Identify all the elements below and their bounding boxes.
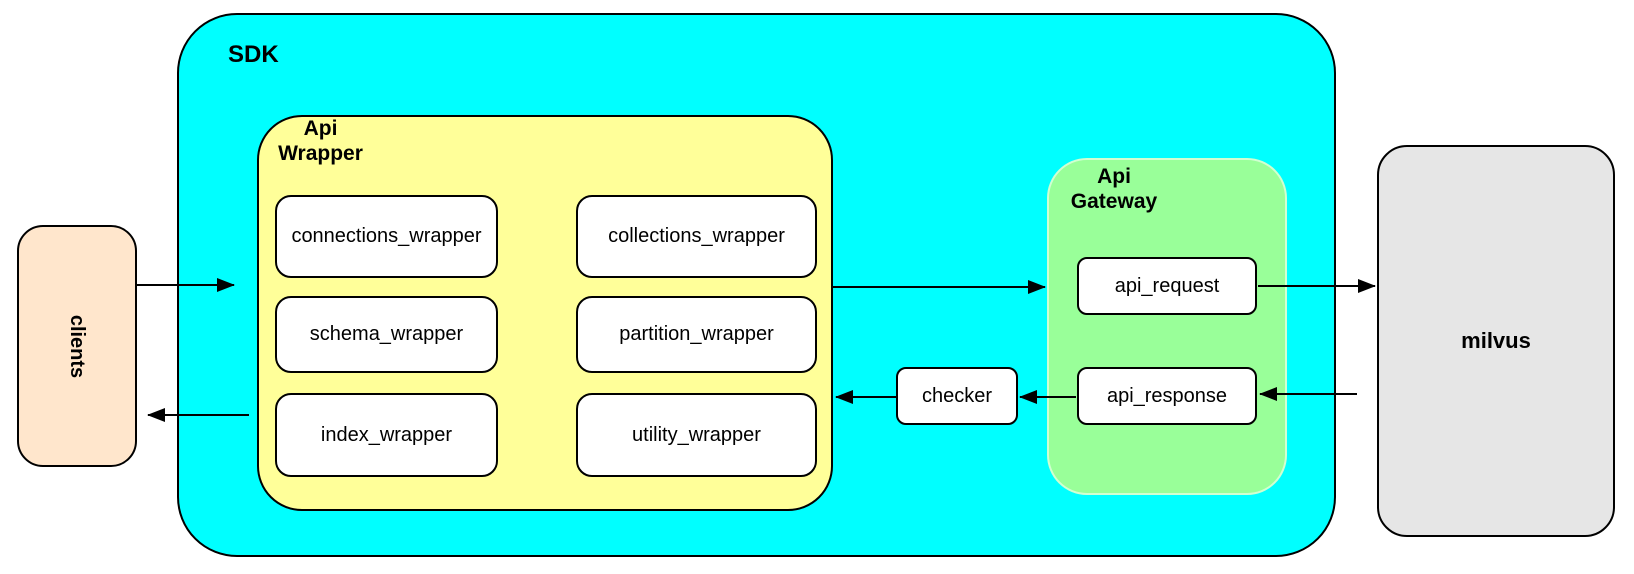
node-index-wrapper: index_wrapper [275,393,498,477]
schema-wrapper-label: schema_wrapper [309,323,464,345]
clients-label: clients [66,314,89,378]
node-partition-wrapper: partition_wrapper [576,296,817,373]
node-utility-wrapper: utility_wrapper [576,393,817,477]
node-api-gateway [1047,158,1287,495]
checker-label: checker [921,384,993,407]
node-api-request: api_request [1077,257,1257,315]
node-clients: clients [17,225,137,467]
api-request-label: api_request [1114,274,1220,297]
milvus-label: milvus [1461,328,1531,353]
node-api-response: api_response [1077,367,1257,425]
node-collections-wrapper: collections_wrapper [576,195,817,278]
index-wrapper-label: index_wrapper [320,423,453,446]
api-gateway-label: Api Gateway [1070,165,1158,213]
api-response-label: api_response [1106,384,1228,407]
node-checker: checker [896,367,1018,425]
utility-wrapper-label: utility_wrapper [632,423,761,446]
node-schema-wrapper: schema_wrapper [275,296,498,373]
sdk-label: SDK [228,41,279,68]
node-connections-wrapper: connections_wrapper [275,195,498,278]
api-wrapper-label: Api Wrapper [278,117,363,165]
partition-wrapper-label: partition_wrapper [619,323,774,345]
connections-wrapper-label: connections_wrapper [291,225,482,247]
collections-wrapper-label: collections_wrapper [608,225,785,247]
node-milvus: milvus [1377,145,1615,537]
